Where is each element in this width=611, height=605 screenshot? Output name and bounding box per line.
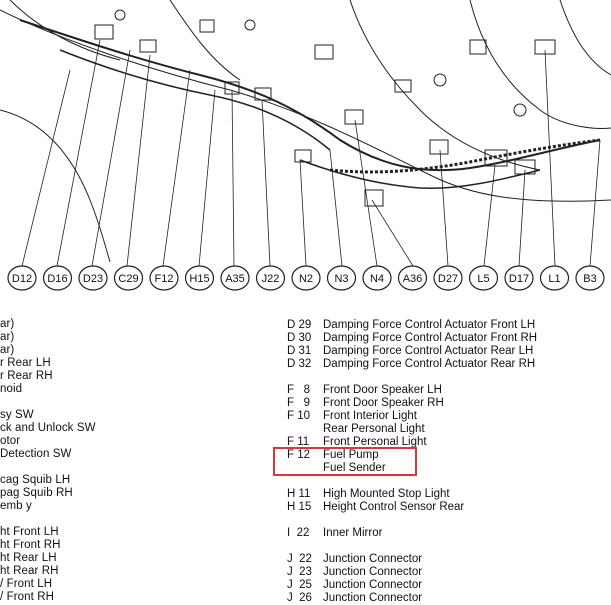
connector-label: N3 [334,273,348,285]
connector-code: D 32 [287,358,312,370]
left-legend-line: otor [0,435,21,447]
connector-code: J 25 [287,579,312,591]
connector-code: F 11 [287,436,310,448]
connector-description: Junction Connector [323,592,423,604]
connector-description: Front Door Speaker RH [323,397,444,409]
connector-bubble-d17: D17 [504,265,534,291]
left-legend-line: ht Rear LH [0,552,57,564]
connector-bubble-c29: C29 [113,265,144,291]
connector-bubble-d16: D16 [42,265,73,291]
connector-description: Front Door Speaker LH [323,384,442,396]
connector-code: J 26 [287,592,312,604]
connector-description: Rear Personal Light [323,423,425,435]
connector-label: F12 [155,273,174,285]
connector-description: Damping Force Control Actuator Rear LH [323,345,534,357]
connector-description: Front Personal Light [323,436,427,448]
connector-bubble-j22: J22 [255,265,286,291]
connector-bubble-l1: L1 [539,265,570,291]
connector-description: Fuel Sender [323,462,386,474]
connector-label: A36 [403,273,423,285]
connector-bubble-a35: A35 [220,265,250,291]
connector-label: J22 [262,273,280,285]
connector-bubble-h15: H15 [184,265,215,291]
connector-code: F 9 [287,397,311,409]
connector-code: F 12 [287,449,311,461]
left-legend-line: / Front LH [0,578,53,590]
left-legend-line: ar) [0,331,15,343]
connector-bubble-n4: N4 [362,265,392,291]
connector-label: A35 [225,273,245,285]
left-legend-line: pag Squib RH [0,487,73,499]
connector-code: F 8 [287,384,311,396]
left-legend-line: ck and Unlock SW [0,422,96,434]
connector-code: J 22 [287,553,312,565]
connector-bubble-b3: B3 [575,265,605,291]
left-legend-line: Detection SW [0,448,72,460]
connector-label: D27 [438,273,458,285]
connector-description: Damping Force Control Actuator Rear RH [323,358,536,370]
connector-code: H 11 [287,488,311,500]
connector-label: D17 [509,273,529,285]
connector-label: D16 [47,273,67,285]
vehicle-harness-drawing [0,0,611,263]
connector-bubble-l5: L5 [468,265,499,291]
left-legend-line: noid [0,383,23,395]
connector-description: Inner Mirror [323,527,383,539]
connector-description: Junction Connector [323,579,423,591]
left-legend-line: r Rear LH [0,357,51,369]
connector-bubble-d23: D23 [78,265,108,291]
connector-description: Damping Force Control Actuator Front LH [323,319,536,331]
connector-bubble-d12: D12 [7,265,37,291]
connector-description: High Mounted Stop Light [323,488,450,500]
left-legend-line: / Front RH [0,591,55,603]
left-legend-line: ht Front RH [0,539,61,551]
connector-code: I 22 [287,527,310,539]
highlight-box [273,447,417,476]
connector-code: J 23 [287,566,312,578]
connector-description: Junction Connector [323,566,423,578]
left-legend-line: ht Front LH [0,526,59,538]
connector-label: L5 [477,273,489,285]
connector-description: Front Interior Light [323,410,417,422]
left-legend-line: r Rear RH [0,370,53,382]
left-legend-line: sy SW [0,409,34,421]
connector-label: H15 [189,273,209,285]
connector-bubble-n3: N3 [326,265,357,291]
connector-label: L1 [548,273,560,285]
leader-lines [21,39,601,267]
connector-code: D 30 [287,332,312,344]
connector-bubble-d27: D27 [433,265,463,291]
connector-code: D 31 [287,345,312,357]
connector-label: B3 [583,273,596,285]
connector-bubble-a36: A36 [397,265,428,291]
connector-label: N4 [370,273,384,285]
left-legend-line: ht Rear RH [0,565,59,577]
connector-code: D 29 [287,319,312,331]
connector-description: Fuel Pump [323,449,379,461]
connector-callouts: D12 D16 D23 C29 F12 H15 A35 J22 N2 N3 N4 A36 D27 L5 D1… [7,265,605,291]
connector-description: Junction Connector [323,553,423,565]
connector-bubble-f12: F12 [149,265,179,291]
left-legend-line: emb y [0,500,32,512]
left-legend-line: ar) [0,318,15,330]
connector-label: D23 [83,273,103,285]
connector-label: C29 [118,273,138,285]
left-legend-line: ar) [0,344,15,356]
connector-description: Damping Force Control Actuator Front RH [323,332,538,344]
connector-description: Height Control Sensor Rear [323,501,465,513]
left-legend-line: cag Squib LH [0,474,71,486]
connector-bubble-n2: N2 [291,265,321,291]
connector-label: D12 [12,273,32,285]
connector-label: N2 [299,273,313,285]
connector-code: H 15 [287,501,312,513]
connector-code: F 10 [287,410,311,422]
